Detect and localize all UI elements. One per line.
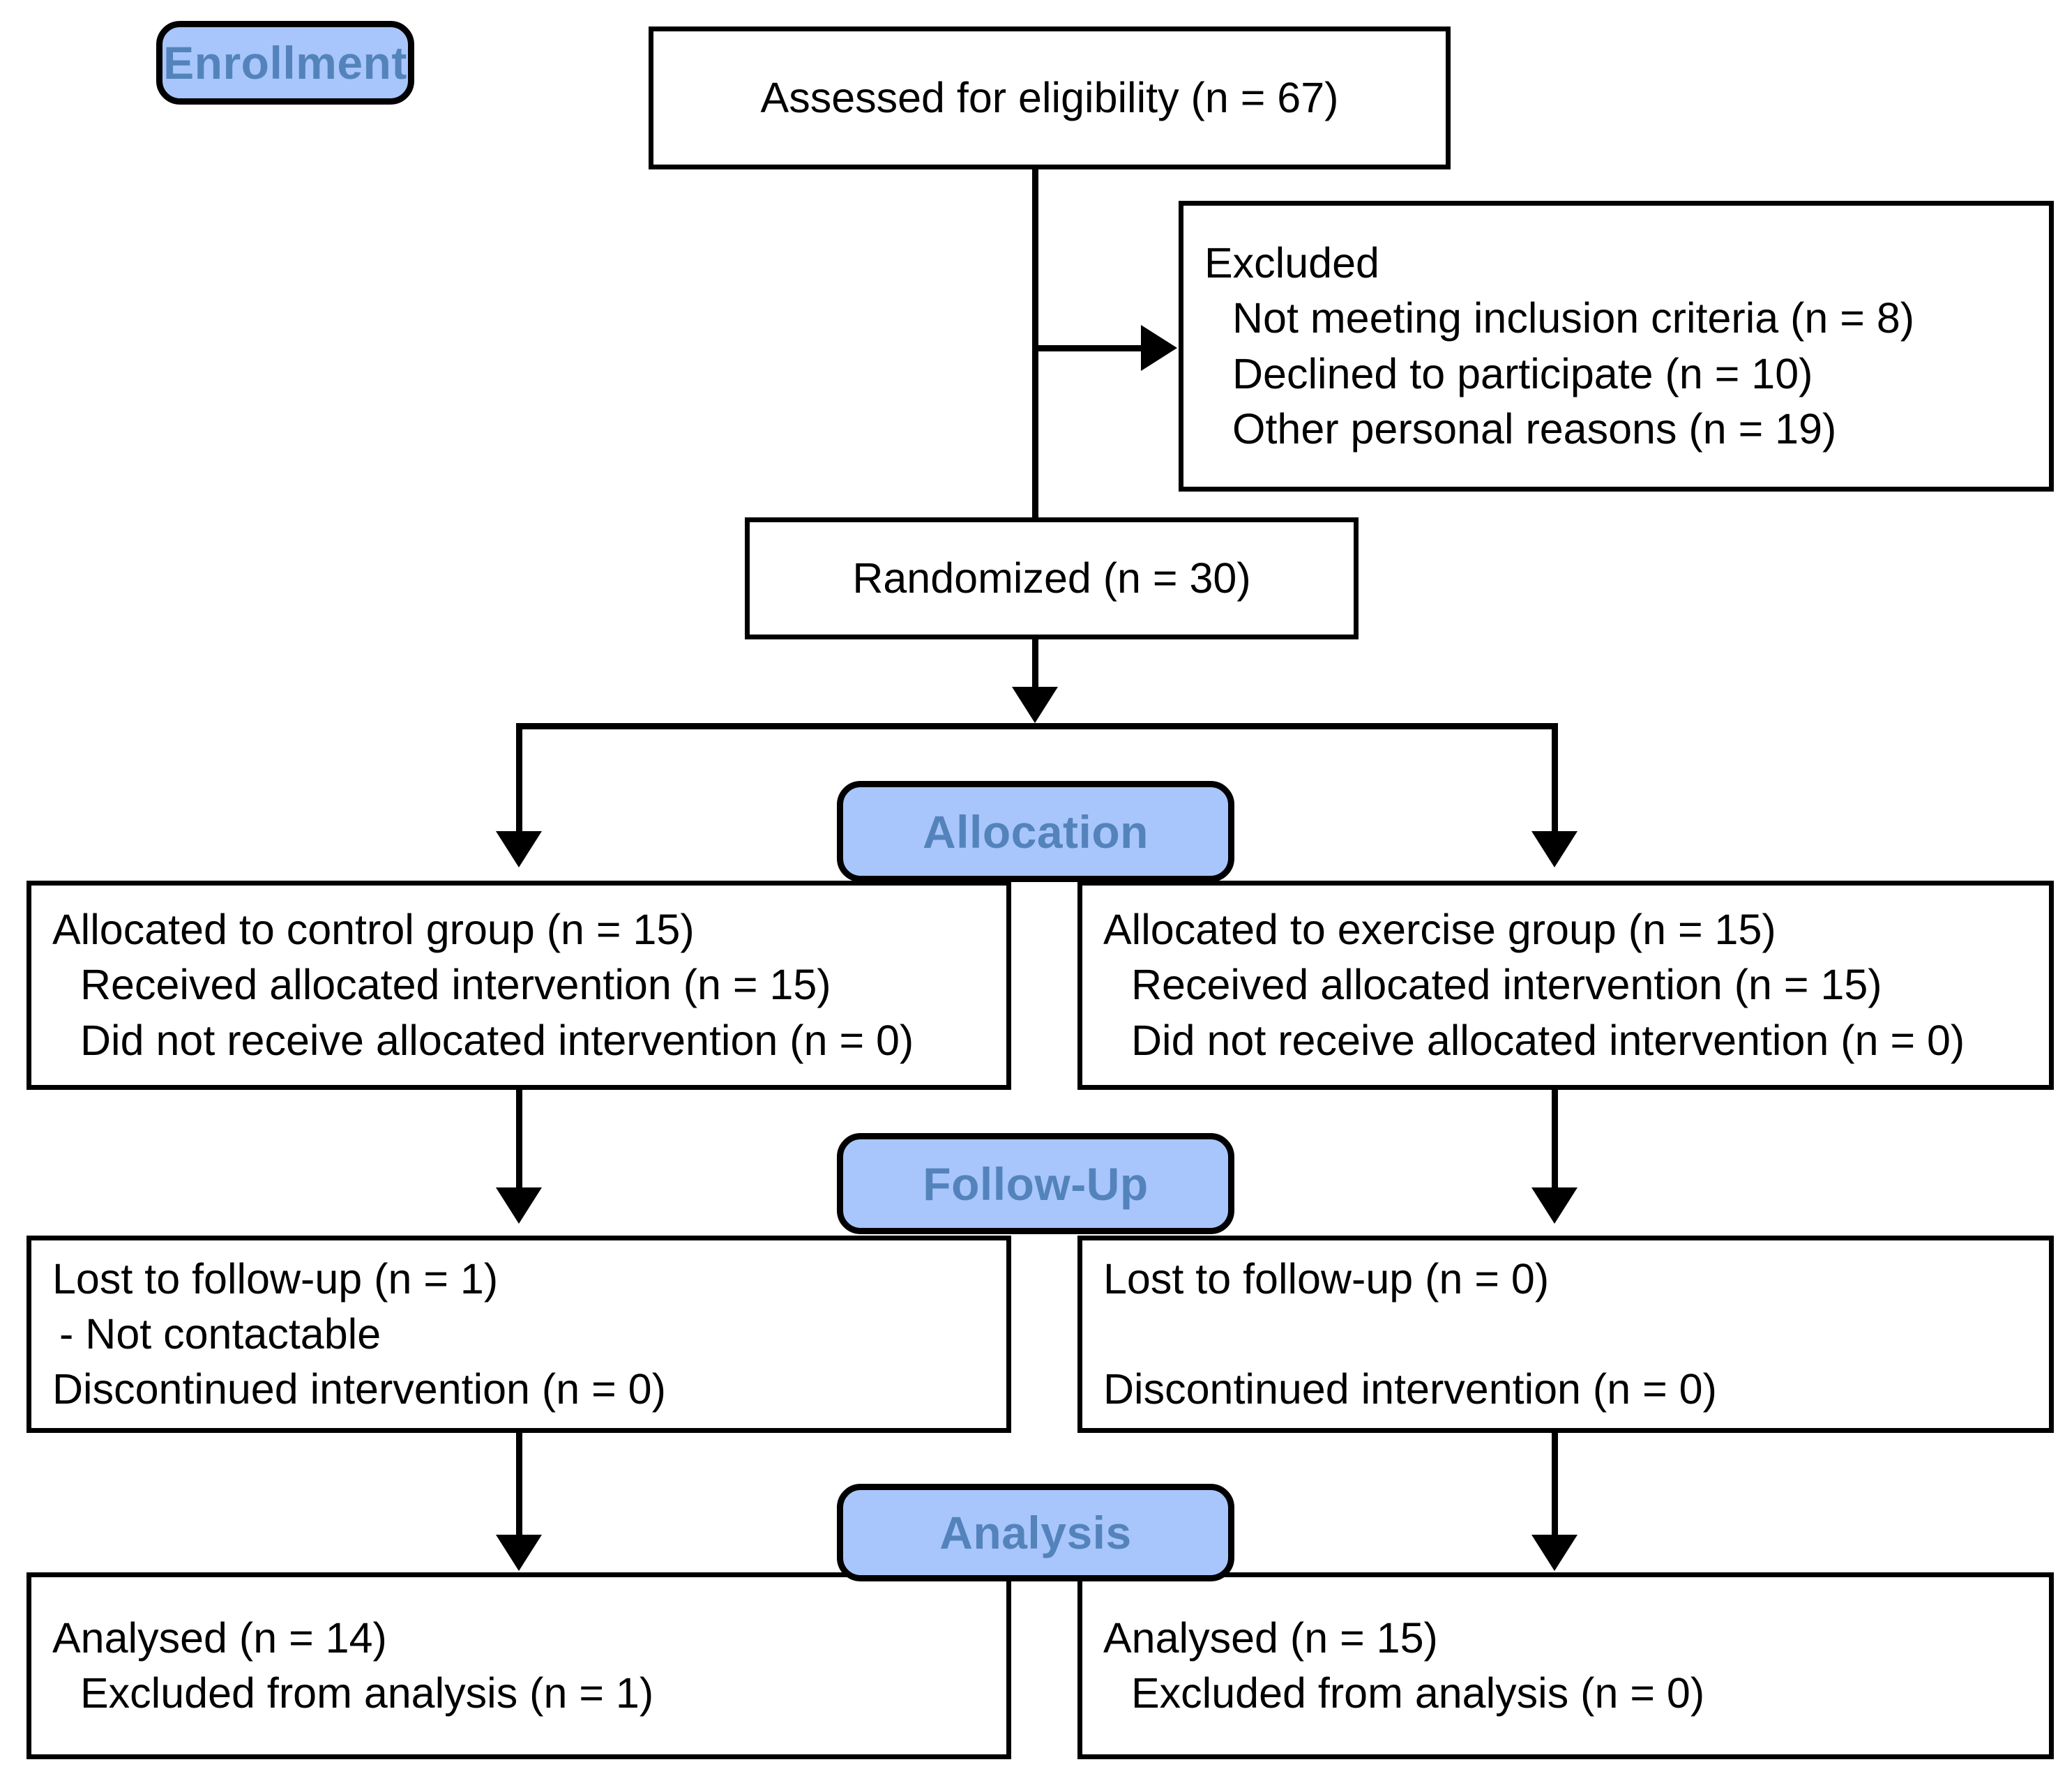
followup-exercise-discontinued: Discontinued intervention (n = 0)	[1103, 1365, 1717, 1413]
box-randomized: Randomized (n = 30)	[745, 517, 1359, 639]
connector-split-to-exercise-allocation	[1552, 723, 1558, 831]
connector-exercise-followup-to-analysis	[1552, 1433, 1558, 1536]
arrowhead-randomized-split	[1012, 687, 1058, 723]
excluded-reason: Other personal reasons (n = 19)	[1232, 404, 1837, 453]
analysis-control-analysed: Analysed (n = 14)	[52, 1613, 387, 1662]
analysis-exercise-analysed: Analysed (n = 15)	[1103, 1613, 1438, 1662]
excluded-reason: Declined to participate (n = 10)	[1232, 349, 1813, 397]
box-followup-control: Lost to follow-up (n = 1) - Not contacta…	[27, 1236, 1011, 1433]
split-bar-allocation	[516, 723, 1558, 729]
randomized-text: Randomized (n = 30)	[852, 554, 1251, 602]
allocation-exercise-received: Received allocated intervention (n = 15)	[1131, 961, 1882, 1009]
stage-label-allocation-text: Allocation	[922, 805, 1149, 858]
box-analysis-control: Analysed (n = 14) Excluded from analysis…	[27, 1572, 1011, 1759]
allocation-exercise-heading: Allocated to exercise group (n = 15)	[1103, 906, 1776, 954]
connector-randomized-down	[1032, 639, 1038, 690]
box-analysis-exercise: Analysed (n = 15) Excluded from analysis…	[1077, 1572, 2054, 1759]
arrowhead-to-excluded	[1141, 325, 1177, 371]
analysis-control-excluded: Excluded from analysis (n = 1)	[80, 1669, 654, 1717]
assessed-for-eligibility-text: Assessed for eligibility (n = 67)	[760, 73, 1339, 121]
arrowhead-exercise-followup	[1531, 1187, 1577, 1224]
analysis-exercise-excluded: Excluded from analysis (n = 0)	[1131, 1669, 1705, 1717]
allocation-control-received: Received allocated intervention (n = 15)	[80, 961, 831, 1009]
stage-label-analysis-text: Analysis	[939, 1507, 1132, 1558]
box-excluded: Excluded Not meeting inclusion criteria …	[1179, 201, 2054, 492]
stage-label-allocation: Allocation	[837, 781, 1234, 882]
connector-control-followup-to-analysis	[516, 1433, 522, 1536]
connector-assessed-to-randomized	[1032, 169, 1038, 518]
followup-control-discontinued: Discontinued intervention (n = 0)	[52, 1365, 666, 1413]
box-followup-exercise: Lost to follow-up (n = 0) Discontinued i…	[1077, 1236, 2054, 1433]
arrowhead-control-followup	[496, 1187, 542, 1224]
stage-label-follow-up-text: Follow-Up	[923, 1157, 1149, 1210]
connector-control-allocation-to-followup	[516, 1090, 522, 1189]
arrowhead-exercise-analysis	[1531, 1535, 1577, 1571]
stage-label-follow-up: Follow-Up	[837, 1133, 1234, 1234]
arrowhead-control-analysis	[496, 1535, 542, 1571]
followup-exercise-lost: Lost to follow-up (n = 0)	[1103, 1254, 1550, 1303]
followup-control-lost: Lost to follow-up (n = 1)	[52, 1254, 499, 1303]
excluded-reason: Not meeting inclusion criteria (n = 8)	[1232, 294, 1915, 342]
allocation-control-heading: Allocated to control group (n = 15)	[52, 906, 695, 954]
excluded-heading: Excluded	[1204, 238, 1379, 287]
connector-trunk-to-excluded	[1038, 345, 1143, 351]
box-assessed-for-eligibility: Assessed for eligibility (n = 67)	[649, 26, 1451, 169]
arrowhead-exercise-allocation	[1531, 831, 1577, 867]
followup-control-reason: - Not contactable	[59, 1309, 381, 1358]
box-allocation-control: Allocated to control group (n = 15) Rece…	[27, 881, 1011, 1090]
allocation-control-not-received: Did not receive allocated intervention (…	[80, 1016, 914, 1064]
connector-exercise-allocation-to-followup	[1552, 1090, 1558, 1189]
stage-label-enrollment-text: Enrollment	[163, 37, 407, 89]
stage-label-enrollment: Enrollment	[156, 21, 414, 105]
arrowhead-control-allocation	[496, 831, 542, 867]
connector-split-to-control-allocation	[516, 723, 522, 831]
allocation-exercise-not-received: Did not receive allocated intervention (…	[1131, 1016, 1965, 1064]
stage-label-analysis: Analysis	[837, 1484, 1234, 1581]
box-allocation-exercise: Allocated to exercise group (n = 15) Rec…	[1077, 881, 2054, 1090]
